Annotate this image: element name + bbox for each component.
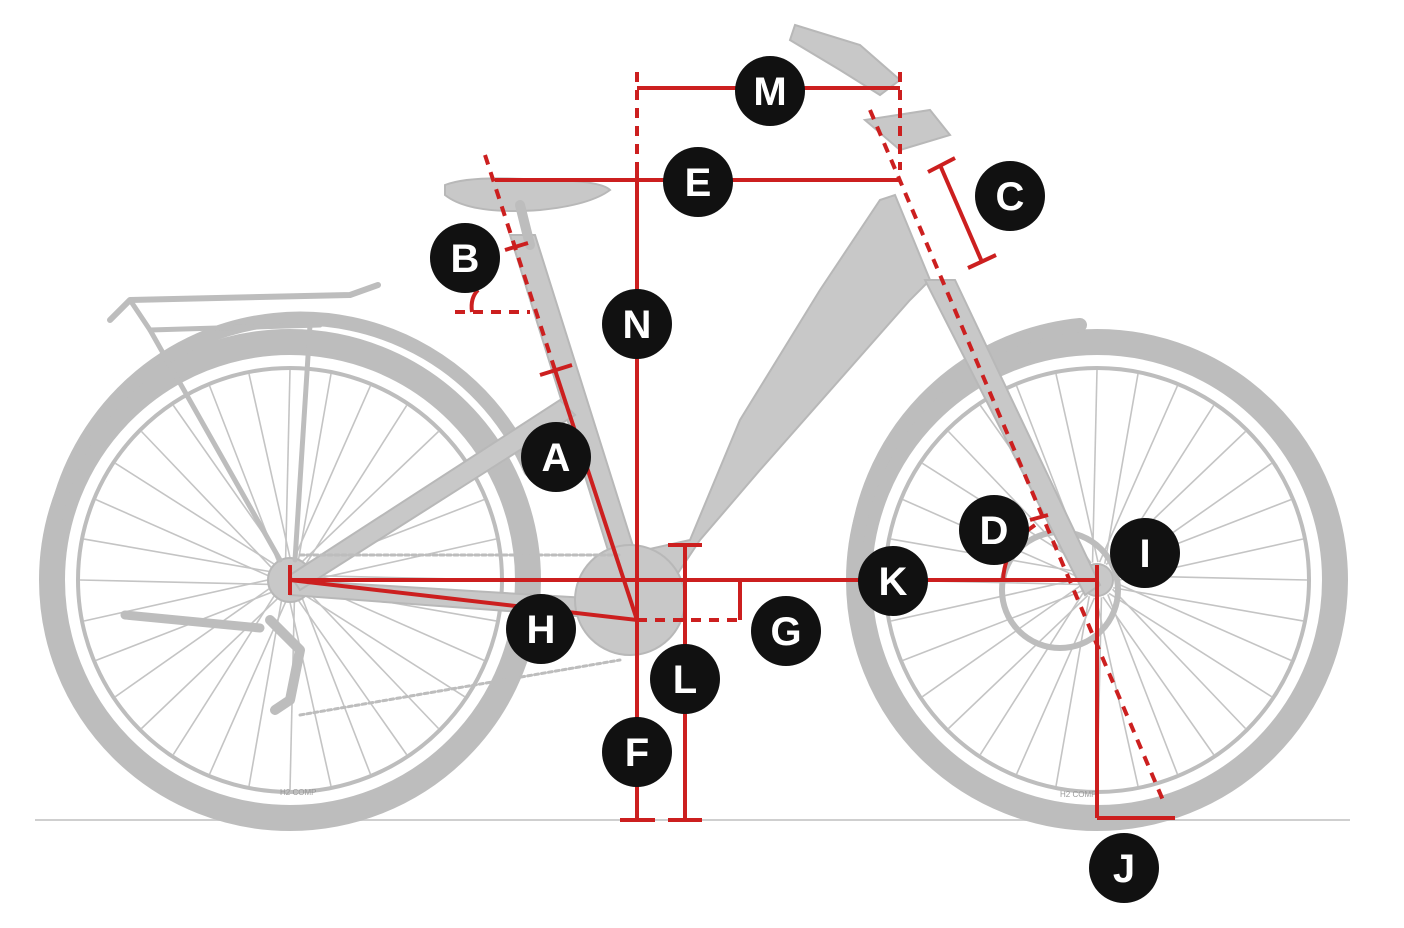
wheel-spoke (114, 585, 274, 698)
wheel-spoke (288, 597, 332, 787)
marker-i-label: I (1139, 532, 1150, 576)
marker-h-label: H (527, 608, 556, 652)
wheel-spoke (295, 596, 408, 756)
wheel-spoke (95, 590, 276, 662)
marker-l: L (650, 644, 720, 714)
wheel-spoke (83, 538, 274, 574)
wheel-spoke (947, 594, 1089, 730)
wheel-spoke (291, 385, 372, 563)
marker-c: C (975, 161, 1045, 231)
wheel-spoke (921, 585, 1081, 698)
wheel-spoke (140, 594, 282, 730)
wheel-spoke (300, 594, 372, 775)
front-tire-label: H2 COMP (1060, 790, 1096, 799)
wheel-spoke (1055, 373, 1099, 563)
marker-c-label: C (996, 175, 1025, 219)
wheel-spoke (1098, 385, 1179, 563)
wheel-spoke (1015, 597, 1096, 775)
wheel-spoke (284, 369, 291, 563)
rear-tire-label: H2 COMP (280, 788, 316, 797)
marker-i: I (1110, 518, 1180, 588)
marker-f-label: F (625, 731, 649, 775)
marker-m-label: M (753, 70, 786, 114)
marker-g-label: G (770, 610, 801, 654)
front-fender (848, 318, 1087, 567)
marker-j-label: J (1113, 847, 1135, 891)
wheel-spoke (1111, 588, 1247, 730)
marker-j: J (1089, 833, 1159, 903)
wheel-spoke (248, 373, 292, 563)
marker-b: B (430, 223, 500, 293)
marker-a-label: A (542, 436, 571, 480)
wheel-spoke (947, 430, 1083, 572)
wheel-spoke (1102, 596, 1215, 756)
marker-n-label: N (623, 303, 652, 347)
marker-a: A (521, 422, 591, 492)
marker-k: K (858, 546, 928, 616)
marker-f: F (602, 717, 672, 787)
wheel-spoke (304, 588, 440, 730)
wheel-spoke (1055, 596, 1091, 787)
marker-m: M (735, 56, 805, 126)
wheel-spoke (1114, 581, 1292, 662)
marker-n: N (602, 289, 672, 359)
marker-d-label: D (980, 509, 1009, 553)
wheel-spoke (902, 590, 1083, 662)
wheel-spoke (296, 373, 332, 564)
wheel-spoke (140, 430, 276, 572)
marker-e: E (663, 147, 733, 217)
wheel-spoke (979, 591, 1085, 756)
wheel-spoke (79, 579, 273, 586)
wheel-spoke (114, 462, 279, 568)
marker-k-label: K (879, 560, 908, 604)
wheel-spoke (301, 592, 466, 698)
wheel-spoke (890, 578, 1080, 622)
marker-g: G (751, 596, 821, 666)
wheel-spoke (1113, 586, 1304, 622)
marker-e-label: E (685, 161, 712, 205)
wheel-spoke (307, 538, 497, 582)
marker-b-label: B (451, 237, 480, 281)
wheel-spoke (1091, 369, 1098, 563)
rear-fender (48, 311, 537, 527)
wheel-spoke (298, 430, 440, 566)
wheel-spoke (1107, 594, 1179, 775)
wheel-spoke (172, 591, 278, 756)
wheel-spoke (302, 404, 408, 569)
marker-d: D (959, 495, 1029, 565)
wheel-spoke (1103, 373, 1139, 564)
wheel-spoke (1108, 592, 1273, 698)
wheel-spoke (83, 578, 273, 622)
marker-l-label: L (673, 658, 697, 702)
wheel-spoke (95, 498, 273, 579)
marker-h: H (506, 594, 576, 664)
rear-rack (107, 282, 381, 563)
